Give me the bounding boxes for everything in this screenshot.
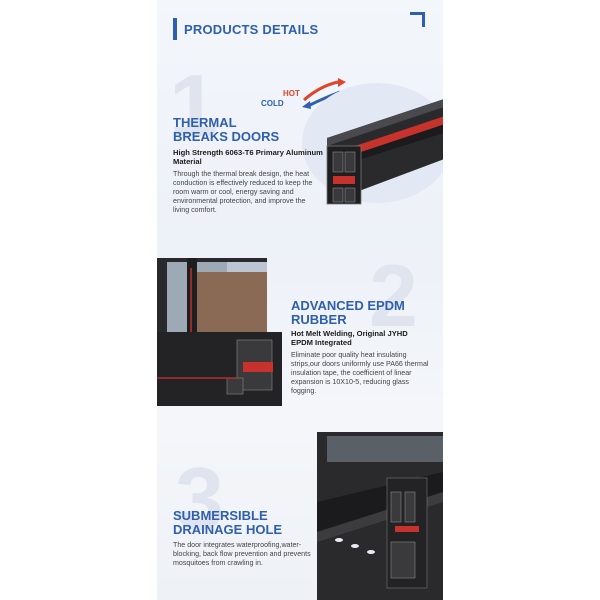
section-number-3: 3 (175, 449, 224, 548)
cold-label: COLD (261, 99, 284, 108)
section-3-title-line1: SUBMERSIBLE (173, 508, 268, 523)
drainage-hole-profile-image (317, 432, 443, 600)
epdm-rubber-profile-image (157, 258, 282, 406)
thermal-break-profile-image (302, 83, 443, 205)
product-details-panel: PRODUCTS DETAILS 1 HOT COLD THERMAL BREA… (157, 0, 443, 600)
page-title: PRODUCTS DETAILS (184, 22, 319, 37)
section-2-body: Eliminate poor quality heat insulating s… (291, 351, 429, 395)
section-2-title-line1: ADVANCED EPDM (291, 298, 405, 313)
corner-bracket-icon (410, 12, 425, 27)
section-2-subtitle: Hot Melt Welding, Original JYHD EPDM Int… (291, 329, 408, 347)
hot-label: HOT (283, 89, 300, 98)
section-3-title-line2: DRAINAGE HOLE (173, 522, 283, 537)
section-number-1: 1 (169, 56, 218, 155)
section-1-title-line2: BREAKS DOORS (173, 129, 280, 144)
section-number-2: 2 (369, 246, 418, 345)
section-1-title-line1: THERMAL (173, 115, 237, 130)
section-1-subtitle: High Strength 6063-T6 Primary Aluminum M… (173, 148, 323, 166)
section-3-body: The door integrates waterproofing,water-… (173, 541, 311, 567)
header-accent-bar (173, 18, 177, 40)
section-1-body: Through the thermal break design, the he… (173, 170, 313, 214)
section-2-title-line2: RUBBER (291, 312, 347, 327)
